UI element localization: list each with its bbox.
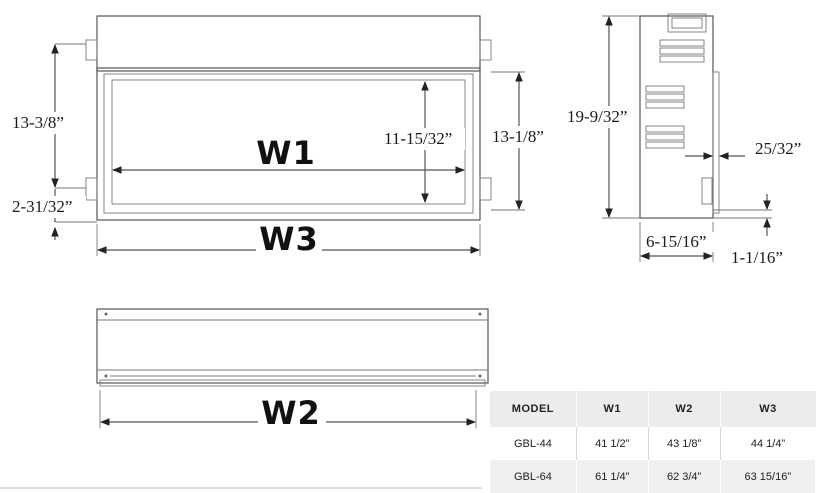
header-w1: W1 — [576, 391, 649, 427]
left-top-bracket — [85, 39, 98, 61]
depth-label: 6-15/16” — [646, 232, 706, 251]
side-bracket — [701, 177, 713, 205]
base-label: 1-1/16” — [731, 248, 783, 267]
cell-model: GBL-44 — [490, 427, 577, 460]
top-front-lip — [99, 379, 486, 387]
top-body — [96, 308, 489, 384]
w3-label: W3 — [259, 220, 319, 258]
opening-height-label: 13-1/8” — [492, 127, 544, 146]
table-header-row: MODEL W1 W2 W3 — [490, 391, 816, 427]
top-view: W2 — [96, 308, 489, 432]
viewing-height-label: 11-15/32” — [384, 129, 452, 148]
right-bottom-bracket — [479, 177, 492, 201]
flange-label: 25/32” — [755, 139, 801, 158]
total-height-label: 19-9/32” — [567, 107, 627, 126]
cell-w1: 61 1/4” — [576, 460, 649, 493]
model-dimensions-table: MODEL W1 W2 W3 GBL-44 41 1/2” 43 1/8” 44… — [490, 391, 817, 493]
front-body — [96, 67, 481, 221]
cell-w2: 62 3/4” — [648, 460, 721, 493]
cell-w3: 63 15/16” — [720, 460, 817, 493]
cell-w1: 41 1/2” — [576, 427, 649, 460]
side-upper-louvers — [659, 39, 705, 63]
w1-label: W1 — [256, 134, 316, 172]
header-model: MODEL — [490, 391, 577, 427]
left-bottom-bracket — [85, 177, 98, 201]
table-row: GBL-64 61 1/4” 62 3/4” 63 15/16” — [490, 460, 817, 493]
overall-height-label: 13-3/8” — [12, 113, 64, 132]
side-flange — [712, 71, 720, 214]
front-glass-frame — [103, 73, 474, 214]
table-row: GBL-44 41 1/2” 43 1/8” 44 1/4” — [490, 427, 816, 460]
side-lower-louvers — [645, 125, 685, 149]
cell-model: GBL-64 — [490, 460, 577, 493]
front-view: W1 W3 13-3/8” 2-31/32” 11-15/32” 13-1/8” — [10, 15, 554, 258]
w2-label: W2 — [261, 394, 321, 432]
header-w2: W2 — [648, 391, 721, 427]
side-view: 19-9/32” 25/32” 6-15/16” 1-1/16” — [566, 13, 801, 267]
cell-w3: 44 1/4” — [720, 427, 816, 460]
front-top-housing — [96, 15, 481, 72]
side-top-vent — [667, 13, 707, 33]
cell-w2: 43 1/8” — [648, 427, 721, 460]
right-top-bracket — [479, 39, 492, 61]
header-w3: W3 — [720, 391, 816, 427]
side-middle-louvers — [645, 85, 685, 109]
bottom-offset-label: 2-31/32” — [12, 197, 72, 216]
